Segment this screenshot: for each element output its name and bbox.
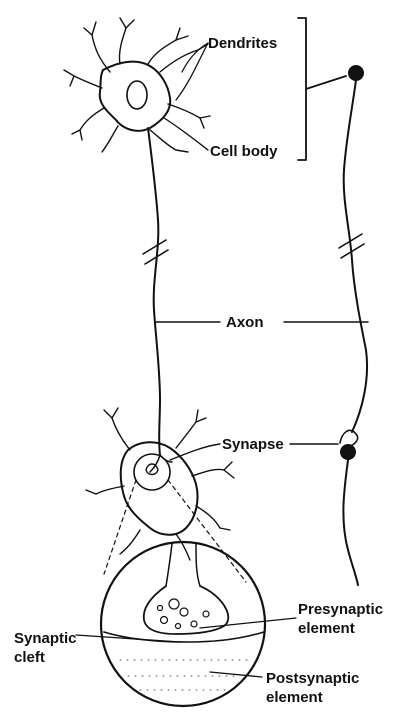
label-dendrites: Dendrites — [208, 35, 277, 52]
postsynaptic-shading — [120, 660, 250, 690]
label-postsynaptic-2: element — [266, 689, 323, 706]
synaptic-vesicles — [158, 599, 210, 629]
schematic-synapse-cup — [340, 430, 358, 446]
label-presynaptic-1: Presynaptic — [298, 601, 383, 618]
label-axon: Axon — [226, 314, 264, 331]
dendrites-branches — [64, 18, 210, 152]
label-cell-body: Cell body — [210, 143, 278, 160]
axon-right-line — [344, 80, 367, 432]
synapse-magnify-circle — [134, 454, 170, 490]
schematic-cell-body-top — [348, 65, 364, 81]
label-synapse: Synapse — [222, 436, 284, 453]
axon-left-line — [148, 128, 160, 455]
label-synaptic-cleft-1: Synaptic — [14, 630, 77, 647]
nucleus — [127, 81, 147, 109]
magnified-axon-shaft — [166, 544, 200, 586]
label-synaptic-cleft-2: cleft — [14, 649, 45, 666]
label-presynaptic-2: element — [298, 620, 355, 637]
upper-neuron — [64, 18, 210, 152]
lower-leaders — [76, 618, 296, 677]
schematic-cell-body-bottom — [340, 444, 356, 460]
label-postsynaptic-1: Postsynaptic — [266, 670, 359, 687]
schematic-lower-axon — [343, 460, 358, 585]
neuron-bracket — [298, 18, 346, 160]
